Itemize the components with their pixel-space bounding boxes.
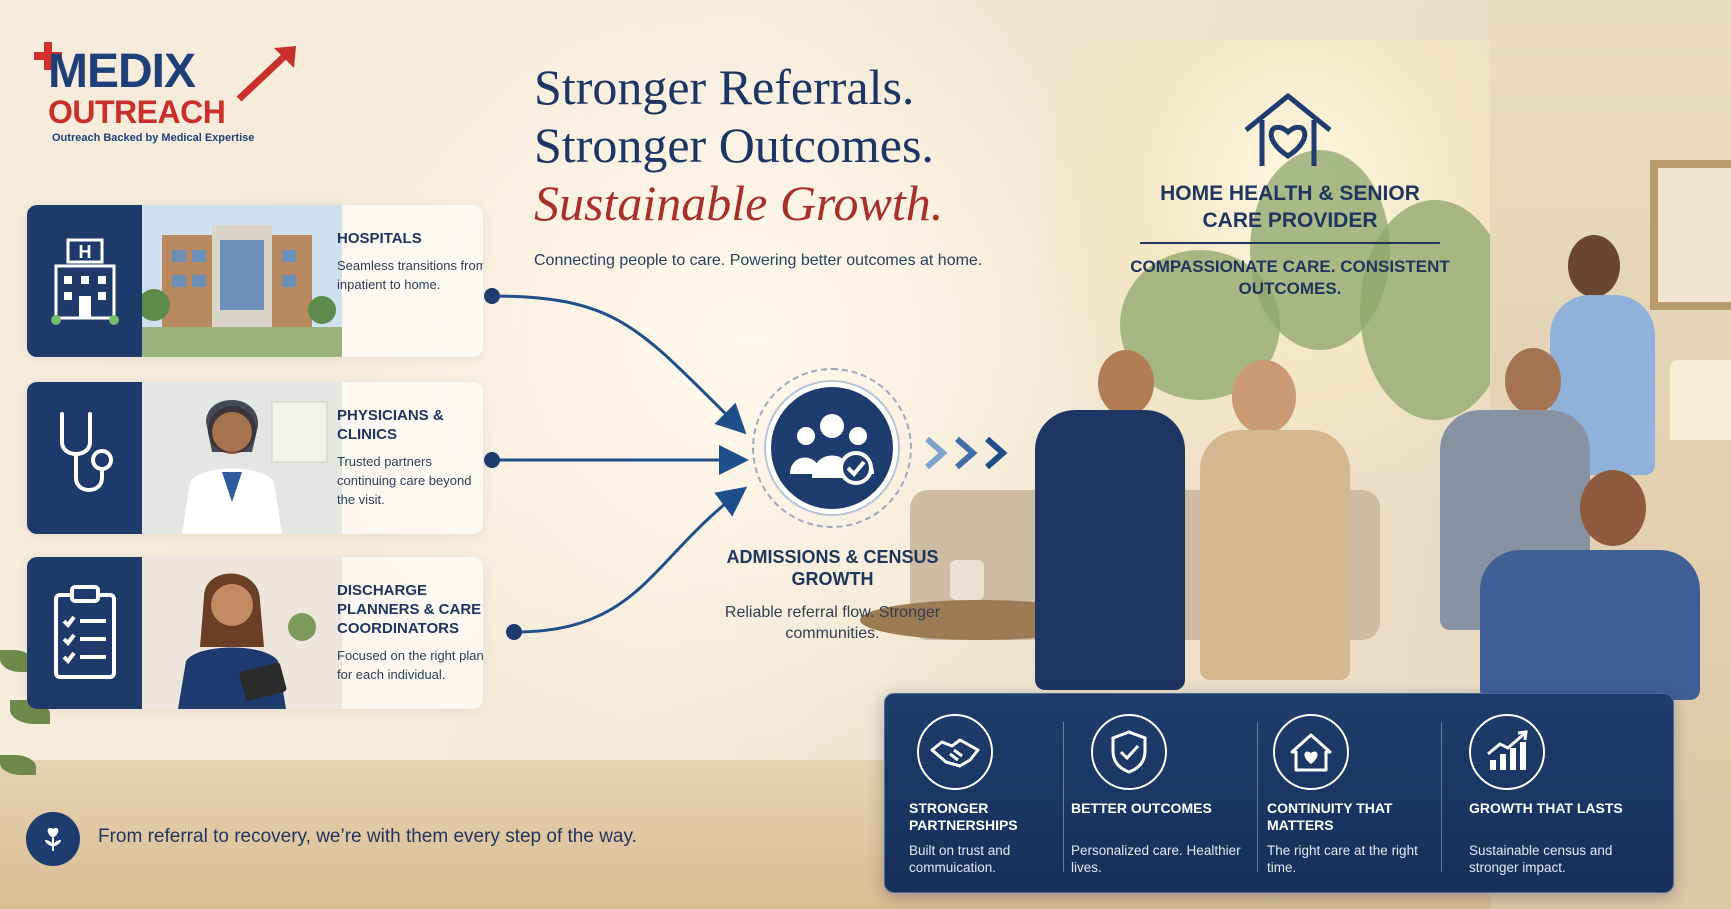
benefit-growth: GROWTH THAT LASTS Sustainable census and… <box>1443 694 1663 894</box>
tree <box>1360 200 1510 420</box>
house-heart-icon <box>1244 93 1332 166</box>
caregiver-head <box>1568 235 1620 297</box>
physician-illustration <box>142 382 342 534</box>
card-icon-panel: H <box>27 205 142 357</box>
care-scene-illustration <box>1000 0 1731 909</box>
flow-line-discharge <box>513 486 748 634</box>
benefit-description: Personalized care. Healthier lives. <box>1071 843 1241 875</box>
plant-pot <box>950 560 984 600</box>
headline-line-1: Stronger Referrals. <box>534 59 915 115</box>
benefit-description: Built on trust and commuication. <box>909 843 1011 875</box>
heart-sprout-glyph <box>45 827 61 851</box>
leaf <box>0 650 34 672</box>
source-title: DISCHARGE PLANNERS & CARE COORDINATORS <box>337 582 482 637</box>
stethoscope-icon <box>59 412 113 492</box>
provider-divider <box>1140 242 1440 244</box>
clipboard-icon <box>53 585 116 679</box>
provider-title: HOME HEALTH & SENIOR CARE PROVIDER <box>1160 182 1420 232</box>
headline: Stronger Referrals. Stronger Outcomes. S… <box>534 58 1054 232</box>
flow-line-hospitals <box>491 294 747 435</box>
wall-art <box>1650 160 1731 310</box>
flow-dot-physicians <box>484 452 500 468</box>
benefit-title: CONTINUITY THAT MATTERS <box>1267 800 1393 833</box>
footer-tagline: From referral to recovery, we’re with th… <box>98 826 637 847</box>
group-check-icon <box>790 414 874 485</box>
senior-woman-body <box>1200 430 1350 680</box>
benefit-icon-ring <box>917 714 993 790</box>
source-description: Focused on the right plan for each indiv… <box>337 648 483 682</box>
lamp <box>1670 360 1731 440</box>
source-card-physicians: PHYSICIANS & CLINICS Trusted partners co… <box>27 382 483 534</box>
logo-tagline: Outreach Backed by Medical Expertise <box>52 132 255 144</box>
benefit-divider <box>1441 722 1442 872</box>
source-card-hospitals: H HOSPITALS Seamless transitions from in… <box>27 205 483 357</box>
shield-check-icon <box>1111 730 1147 774</box>
source-title: HOSPITALS <box>337 230 422 247</box>
headline-line-2: Stronger Outcomes. <box>534 117 934 173</box>
admissions-hub <box>752 368 912 528</box>
benefit-icon-ring <box>1469 714 1545 790</box>
benefit-description: Sustainable census and stronger impact. <box>1469 843 1613 875</box>
logo-wordmark-outreach: OUTREACH <box>48 94 226 130</box>
source-card-text: DISCHARGE PLANNERS & CARE COORDINATORS F… <box>337 581 483 684</box>
headline-line-3: Sustainable Growth. <box>534 175 944 231</box>
coordinator-illustration <box>142 557 342 709</box>
benefit-divider <box>1257 722 1258 872</box>
source-card-text: PHYSICIANS & CLINICS Trusted partners co… <box>337 406 483 509</box>
source-description: Trusted partners continuing care beyond … <box>337 454 472 507</box>
benefit-title: BETTER OUTCOMES <box>1071 800 1212 816</box>
senior-woman-head <box>1232 360 1296 434</box>
flow-dot-discharge <box>506 624 522 640</box>
nurse-head <box>1098 350 1154 416</box>
logo-wordmark-medix: MEDIX <box>48 45 196 98</box>
home-heart-icon <box>1290 733 1332 772</box>
source-title: PHYSICIANS & CLINICS <box>337 407 444 443</box>
benefit-stronger-partnerships: STRONGER PARTNERSHIPS Built on trust and… <box>885 694 1061 894</box>
hospital-photo <box>142 205 342 357</box>
benefits-panel: STRONGER PARTNERSHIPS Built on trust and… <box>884 693 1674 893</box>
benefit-continuity: CONTINUITY THAT MATTERS The right care a… <box>1259 694 1439 894</box>
growth-arrow-icon <box>236 46 296 102</box>
senior-man-head <box>1505 348 1561 414</box>
chevron-right-icon <box>925 436 1008 470</box>
headline-subline: Connecting people to care. Powering bett… <box>534 252 983 269</box>
benefit-divider <box>1063 722 1064 872</box>
physician-photo <box>142 382 342 534</box>
flow-dot-hospitals <box>484 288 500 304</box>
heart-sprout-icon <box>26 812 80 866</box>
hub-description: Reliable referral flow. Stronger communi… <box>724 604 941 642</box>
benefit-title: GROWTH THAT LASTS <box>1469 800 1623 816</box>
senior-man2-body <box>1480 550 1700 700</box>
card-icon-panel <box>27 382 142 534</box>
benefit-icon-ring <box>1273 714 1349 790</box>
nurse-body <box>1035 410 1185 690</box>
leaf <box>0 755 36 775</box>
hub-title: ADMISSIONS & CENSUS GROWTH <box>726 547 939 589</box>
senior-man2-head <box>1580 470 1646 546</box>
hospital-icon: H <box>50 238 119 325</box>
benefit-icon-ring <box>1091 714 1167 790</box>
growth-chart-icon <box>1487 730 1528 770</box>
hospital-building-illustration <box>142 205 342 357</box>
card-icon-panel <box>27 557 142 709</box>
source-card-text: HOSPITALS Seamless transitions from inpa… <box>337 229 483 294</box>
source-card-discharge-planners: DISCHARGE PLANNERS & CARE COORDINATORS F… <box>27 557 483 709</box>
hub-badge <box>766 382 898 514</box>
benefit-description: The right care at the right time. <box>1267 843 1418 875</box>
source-description: Seamless transitions from inpatient to h… <box>337 258 483 292</box>
provider-tagline: COMPASSIONATE CARE. CONSISTENT OUTCOMES. <box>1130 257 1450 298</box>
svg-text:H: H <box>78 242 91 262</box>
coordinator-photo <box>142 557 342 709</box>
handshake-icon <box>930 738 980 768</box>
benefit-title: STRONGER PARTNERSHIPS <box>909 800 1018 833</box>
medical-cross-icon <box>34 42 62 70</box>
benefit-better-outcomes: BETTER OUTCOMES Personalized care. Healt… <box>1065 694 1255 894</box>
